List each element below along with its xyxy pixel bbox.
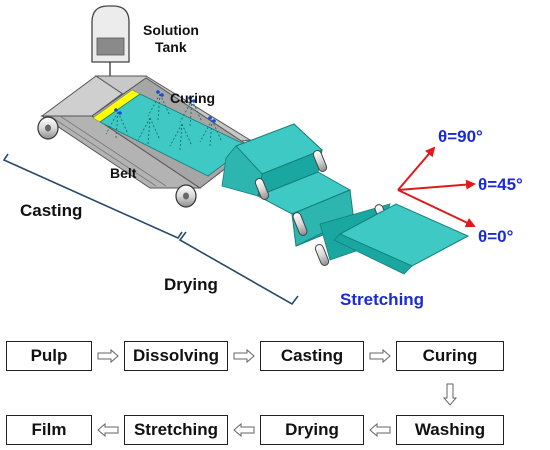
flow-arrow-3 (369, 348, 391, 364)
angle-90-label: θ=90° (438, 127, 483, 146)
stretching-film-edge (333, 233, 413, 275)
flow-step-drying: Drying (260, 415, 364, 445)
solution-tank (91, 5, 130, 108)
flow-step-pulp: Pulp (6, 341, 92, 371)
flow-step-washing: Washing (396, 415, 504, 445)
flow-arrow-1 (97, 348, 119, 364)
flow-arrow-7 (97, 422, 119, 438)
nozzle-heads (114, 90, 216, 123)
flow-step-stretching: Stretching (124, 415, 228, 445)
flow-step-casting: Casting (260, 341, 364, 371)
flow-step-curing: Curing (396, 341, 504, 371)
flow-arrow-2 (233, 348, 255, 364)
curing-spray-nozzles (105, 93, 223, 151)
flow-step-film: Film (6, 415, 92, 445)
angle-0-label: θ=0° (478, 227, 514, 246)
casting-label: Casting (20, 201, 82, 220)
flow-arrow-4 (442, 383, 458, 406)
solution-tank-label-line2: Tank (155, 39, 187, 55)
angle-45-label: θ=45° (478, 175, 523, 194)
drying-label: Drying (164, 275, 218, 294)
drying-rollers (254, 150, 390, 266)
drying-bracket (178, 231, 299, 306)
solution-tank-label-line1: Solution (143, 22, 199, 38)
belt-label: Belt (110, 165, 137, 181)
curing-label: Curing (170, 90, 215, 106)
angle-arrows (397, 146, 476, 228)
flow-arrow-6 (233, 422, 255, 438)
casting-bracket (2, 153, 183, 240)
flow-arrows (97, 348, 458, 438)
stretching-label: Stretching (340, 290, 424, 309)
flow-step-dissolving: Dissolving (124, 341, 228, 371)
flow-arrow-5 (369, 422, 391, 438)
